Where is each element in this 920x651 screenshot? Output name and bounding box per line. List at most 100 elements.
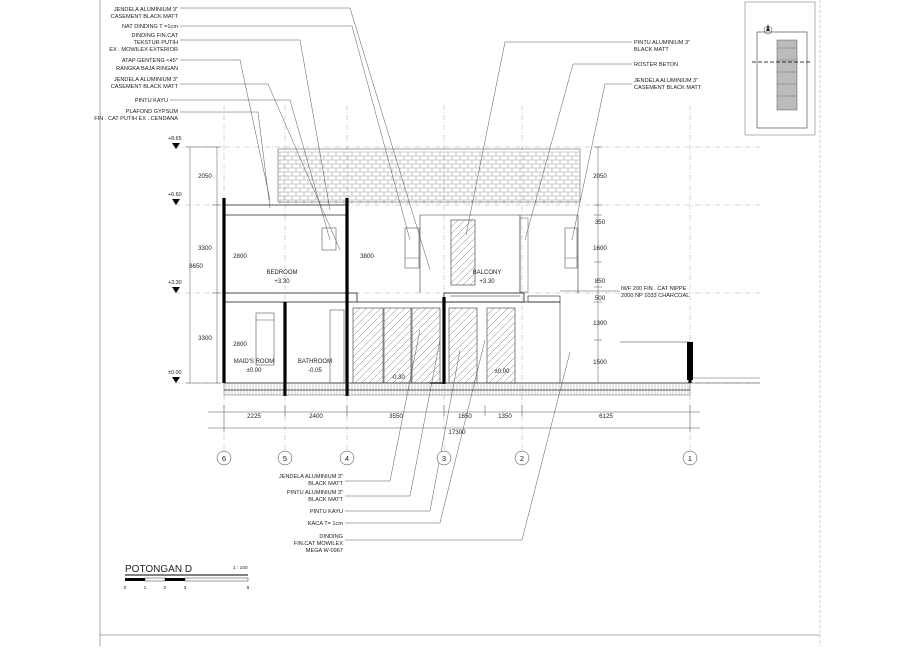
bedroom-door [321,227,337,251]
annotation-text: BLACK MATT [308,497,343,503]
room-level: +3.30 [479,279,495,285]
dimension-text: 1350 [498,413,512,420]
annotation-text: JENDELA ALUMINIUM 3" [114,77,178,83]
room-level: ±0.00 [495,369,511,375]
annotation-text: FIN.CAT MOWILEX [294,541,343,547]
grid-axis-lines [223,105,691,450]
annotation-text: PINTU ALUMINIUM 3" [634,40,690,46]
drawing-scale: 1 : 100 [233,565,248,571]
grid-bubble [339,450,355,466]
grid-label: 2 [520,454,524,463]
room-level: -0.30 [391,375,405,381]
sheet-frame [99,0,821,646]
annotation-text: JENDELA ALUMINIUM 3" [114,7,178,13]
level-label: +3.30 [168,280,182,286]
room-name: BEDROOM [266,270,297,276]
dimensions-bottom: 2225 2400 3550 1650 1350 6125 17300 [208,405,700,436]
annotation-text: JENDELA ALUMINIUM 3" [279,474,343,480]
dimension-text: 6125 [599,413,613,420]
annotation-text: EX . MOWILEX EXTERIOR [109,47,178,53]
annotation-text: 2000 NP 1033 CHARCOAL [621,293,689,299]
dimension-text: 2800 [233,253,247,260]
grid-bubble [436,450,452,466]
room-level: -0.05 [308,368,322,374]
grid-label: 3 [442,454,446,463]
drawing-title-block: POTONGAN D 1 : 100 0 1 2 3 6 [124,564,250,591]
dimensions-right: 2050 350 1600 850 500 1300 1500 [593,146,607,384]
grid-bubbles: 6 5 4 3 2 1 [216,450,698,466]
level-label: ±0.00 [168,370,181,376]
annotation-text: CASEMENT BLACK MATT [634,85,702,91]
roster-beton [519,217,529,293]
annotation-text: NAT DINDING T =1cm [122,24,178,30]
annotation-text: CASEMENT BLACK MATT [111,14,179,20]
bedroom-window [404,227,420,269]
level-label: +8.65 [168,136,182,142]
dimension-text: 2050 [198,173,212,180]
annotation-text: DINDING [319,534,343,540]
dimension-text: 1500 [593,359,607,366]
annotation-text: PINTU KAYU [310,509,343,515]
scale-bar-label: 0 [124,585,127,591]
dimension-text: 2800 [233,341,247,348]
annotation-text: ROSTER BETON [634,62,678,68]
annotation-text: JENDELA ALUMINIUM 3" [634,78,698,84]
annotation-text: BLACK MATT [308,481,343,487]
level-triangle-icon [172,377,180,383]
dimension-text: 500 [595,295,606,302]
room-name: MAID'S ROOM [234,359,274,365]
annotation-text: PINTU KAYU [135,98,168,104]
grid-label: 1 [688,454,692,463]
glass-panels [352,219,516,384]
dimension-text: 3550 [389,413,403,420]
annotation-text: BLACK MATT [634,47,669,53]
dimension-text: 1300 [593,320,607,327]
dimension-text: 1600 [593,245,607,252]
dimension-text: 350 [595,219,606,226]
annotations-left: JENDELA ALUMINIUM 3" CASEMENT BLACK MATT… [94,7,178,122]
annotation-text: TEKSTUR PUTIH [134,40,178,46]
roof-tiles [277,148,581,204]
scale-bar-label: 6 [247,585,250,591]
level-markers: +8.65 +6.60 +3.30 ±0.00 [168,136,182,383]
annotation-text: PLAFOND GYPSUM [126,109,179,115]
maids-room-window [255,312,275,366]
dimension-text: 2400 [309,413,323,420]
level-lines [175,146,760,384]
scale-bar-label: 3 [184,585,187,591]
drawing-title: POTONGAN D [125,564,192,575]
annotation-text: MEGA W-0967 [306,548,343,554]
balcony-window [564,227,578,269]
grid-label: 4 [345,454,349,463]
grid-bubble [216,450,232,466]
dimension-text: 8650 [189,263,203,270]
annotation-text: RANGKA BAJA RINGAN [116,66,178,72]
dimension-text: 3300 [198,245,212,252]
annotations-bottom: JENDELA ALUMINIUM 3" BLACK MATT PINTU AL… [279,474,344,554]
level-triangle-icon [172,287,180,293]
room-labels: BEDROOM +3.30 BALCONY +3.30 MAID'S ROOM … [234,270,510,381]
dimension-text: 1650 [458,413,472,420]
room-name: BALCONY [473,270,502,276]
room-name: BATHROOM [298,359,332,365]
annotation-text: CASEMENT BLACK MATT [111,84,179,90]
scale-bar-label: 1 [144,585,147,591]
iwf-beam [527,295,561,303]
dimension-text: 2050 [593,173,607,180]
grid-bubble [682,450,698,466]
dimension-text: 3800 [360,253,374,260]
room-level: +3.30 [274,279,290,285]
annotations-right: PINTU ALUMINIUM 3" BLACK MATT ROSTER BET… [621,40,702,299]
scale-bar-label: 2 [164,585,167,591]
annotation-text: FIN . CAT PUTIH EX . CENDANA [94,116,178,122]
level-label: +6.60 [168,192,182,198]
dimension-total: 17300 [448,429,466,436]
key-plan [744,1,816,136]
annotation-text: PINTU ALUMINIUM 3" [287,490,343,496]
dimension-text: 850 [595,278,606,285]
grid-label: 5 [283,454,287,463]
room-level: ±0.00 [247,368,263,374]
annotation-leaders [170,7,632,541]
